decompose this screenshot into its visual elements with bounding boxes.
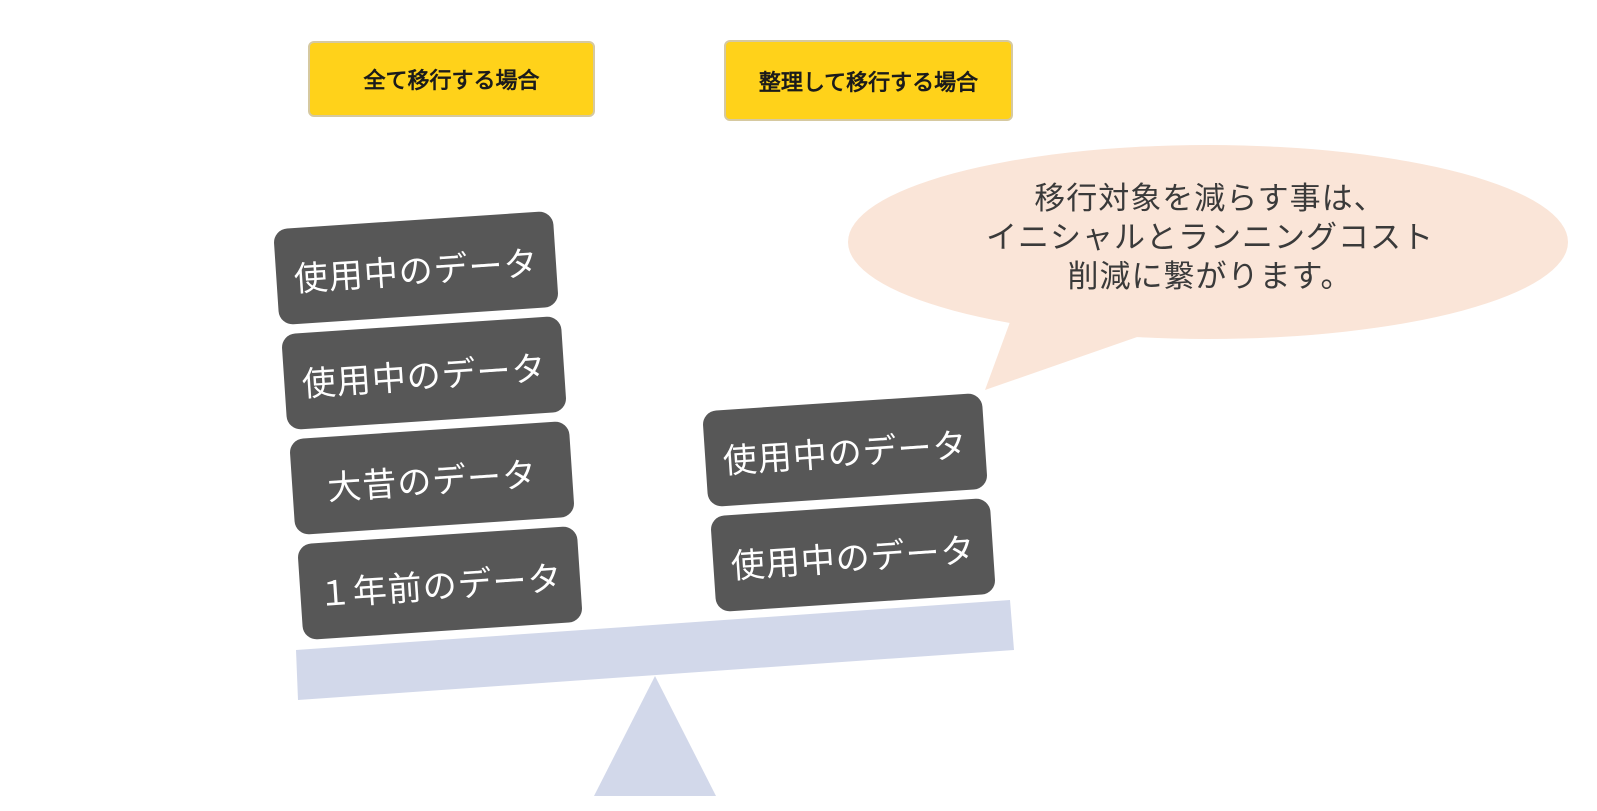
seesaw-beam bbox=[296, 600, 1014, 700]
data-block-label: 使用中のデータ bbox=[729, 530, 977, 587]
callout-line-1: 移行対象を減らす事は、 bbox=[1034, 181, 1386, 217]
data-block-left-3: 大昔のデータ bbox=[289, 420, 575, 536]
callout-line-2: イニシャルとランニングコスト bbox=[986, 220, 1434, 256]
speech-bubble-body bbox=[848, 145, 1568, 339]
data-block-right-1: 使用中のデータ bbox=[702, 392, 988, 508]
data-block-left-4: １年前のデータ bbox=[297, 525, 583, 641]
data-block-label: 大昔のデータ bbox=[326, 454, 539, 509]
speech-bubble-tail bbox=[985, 322, 1140, 390]
data-block-label: 使用中のデータ bbox=[300, 348, 548, 405]
data-block-right-2: 使用中のデータ bbox=[710, 497, 996, 613]
speech-bubble bbox=[848, 145, 1568, 390]
data-block-left-1: 使用中のデータ bbox=[273, 210, 559, 326]
fulcrum-triangle bbox=[594, 676, 716, 796]
label-migrate-organized-text: 整理して移行する場合 bbox=[758, 70, 979, 96]
label-migrate-all: 全て移行する場合 bbox=[308, 41, 595, 117]
speech-bubble-text: 移行対象を減らす事は、 イニシャルとランニングコスト 削減に繋がります。 bbox=[960, 180, 1460, 297]
data-block-label: 使用中のデータ bbox=[292, 243, 540, 300]
callout-line-3: 削減に繋がります。 bbox=[1067, 259, 1353, 295]
label-migrate-organized: 整理して移行する場合 bbox=[724, 40, 1013, 121]
data-block-label: １年前のデータ bbox=[316, 558, 564, 615]
data-block-label: 使用中のデータ bbox=[721, 425, 969, 482]
data-block-left-2: 使用中のデータ bbox=[281, 315, 567, 431]
label-migrate-all-text: 全て移行する場合 bbox=[363, 69, 540, 94]
